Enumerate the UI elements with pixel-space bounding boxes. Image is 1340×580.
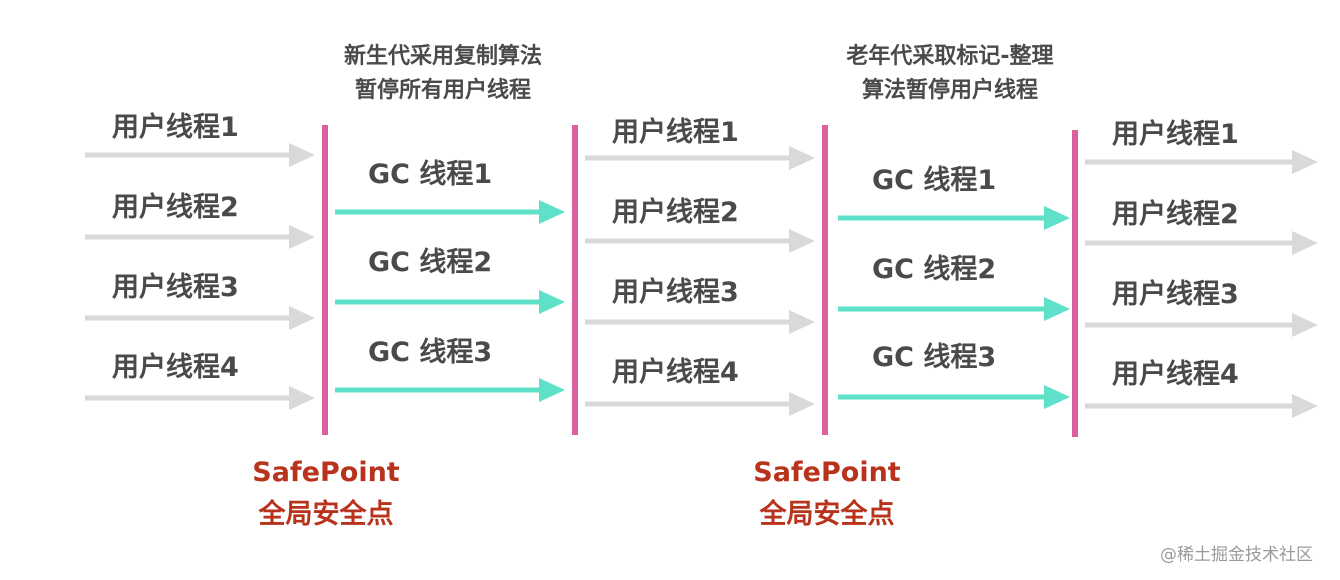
user-thread-label: 用户线程1 bbox=[112, 112, 239, 143]
phase-caption-young: 新生代采用复制算法 暂停所有用户线程 bbox=[313, 40, 573, 108]
user-thread-arrow bbox=[585, 392, 815, 416]
user-thread-arrow bbox=[585, 310, 815, 334]
gc-thread-label: GC 线程3 bbox=[872, 342, 997, 373]
gc-thread-arrow bbox=[335, 378, 565, 402]
user-thread-label: 用户线程2 bbox=[112, 192, 239, 223]
phase-caption-old: 老年代采取标记-整理 算法暂停用户线程 bbox=[820, 40, 1080, 108]
user-thread-arrow bbox=[85, 225, 315, 249]
user-thread-label: 用户线程4 bbox=[112, 352, 239, 383]
user-thread-label: 用户线程2 bbox=[612, 197, 739, 228]
safepoint-subtitle: 全局安全点 bbox=[258, 499, 394, 530]
user-thread-label: 用户线程3 bbox=[1112, 279, 1239, 310]
user-thread-arrow bbox=[1085, 231, 1318, 255]
safepoint-title: SafePoint bbox=[753, 457, 901, 488]
gc-thread-label: GC 线程2 bbox=[872, 254, 997, 285]
user-thread-label: 用户线程1 bbox=[612, 117, 739, 148]
user-thread-arrow bbox=[1085, 150, 1318, 174]
safepoint-label-1: SafePoint 全局安全点 bbox=[226, 452, 426, 536]
user-thread-label: 用户线程3 bbox=[612, 277, 739, 308]
gc-thread-label: GC 线程2 bbox=[368, 247, 493, 278]
gc-thread-arrow bbox=[838, 297, 1070, 321]
safepoint-label-2: SafePoint 全局安全点 bbox=[727, 452, 927, 536]
gc-thread-arrow bbox=[838, 206, 1070, 230]
user-thread-arrow bbox=[85, 306, 315, 330]
gc-thread-arrow bbox=[335, 200, 565, 224]
gc-thread-label: GC 线程1 bbox=[872, 165, 997, 196]
user-thread-arrow bbox=[1085, 394, 1318, 418]
user-thread-label: 用户线程2 bbox=[1112, 199, 1239, 230]
user-thread-label: 用户线程4 bbox=[1112, 359, 1239, 390]
gc-thread-arrow bbox=[838, 385, 1070, 409]
safepoint-title: SafePoint bbox=[252, 457, 400, 488]
phase-caption-old-line2: 算法暂停用户线程 bbox=[861, 78, 1038, 103]
user-thread-arrow bbox=[85, 386, 315, 410]
user-thread-arrow bbox=[85, 143, 315, 167]
user-thread-label: 用户线程3 bbox=[112, 272, 239, 303]
user-thread-arrow bbox=[1085, 313, 1318, 337]
phase-caption-young-line1: 新生代采用复制算法 bbox=[343, 44, 542, 69]
user-thread-label: 用户线程4 bbox=[612, 357, 739, 388]
watermark: @稀土掘金技术社区 bbox=[1160, 545, 1313, 565]
phase-caption-old-line1: 老年代采取标记-整理 bbox=[846, 44, 1054, 69]
phase-caption-young-line2: 暂停所有用户线程 bbox=[354, 78, 531, 103]
user-thread-label: 用户线程1 bbox=[1112, 119, 1239, 150]
gc-thread-label: GC 线程1 bbox=[368, 159, 493, 190]
gc-thread-label: GC 线程3 bbox=[368, 337, 493, 368]
gc-thread-arrow bbox=[335, 290, 565, 314]
user-thread-arrow bbox=[585, 229, 815, 253]
user-thread-arrow bbox=[585, 146, 815, 170]
safepoint-subtitle: 全局安全点 bbox=[759, 499, 895, 530]
